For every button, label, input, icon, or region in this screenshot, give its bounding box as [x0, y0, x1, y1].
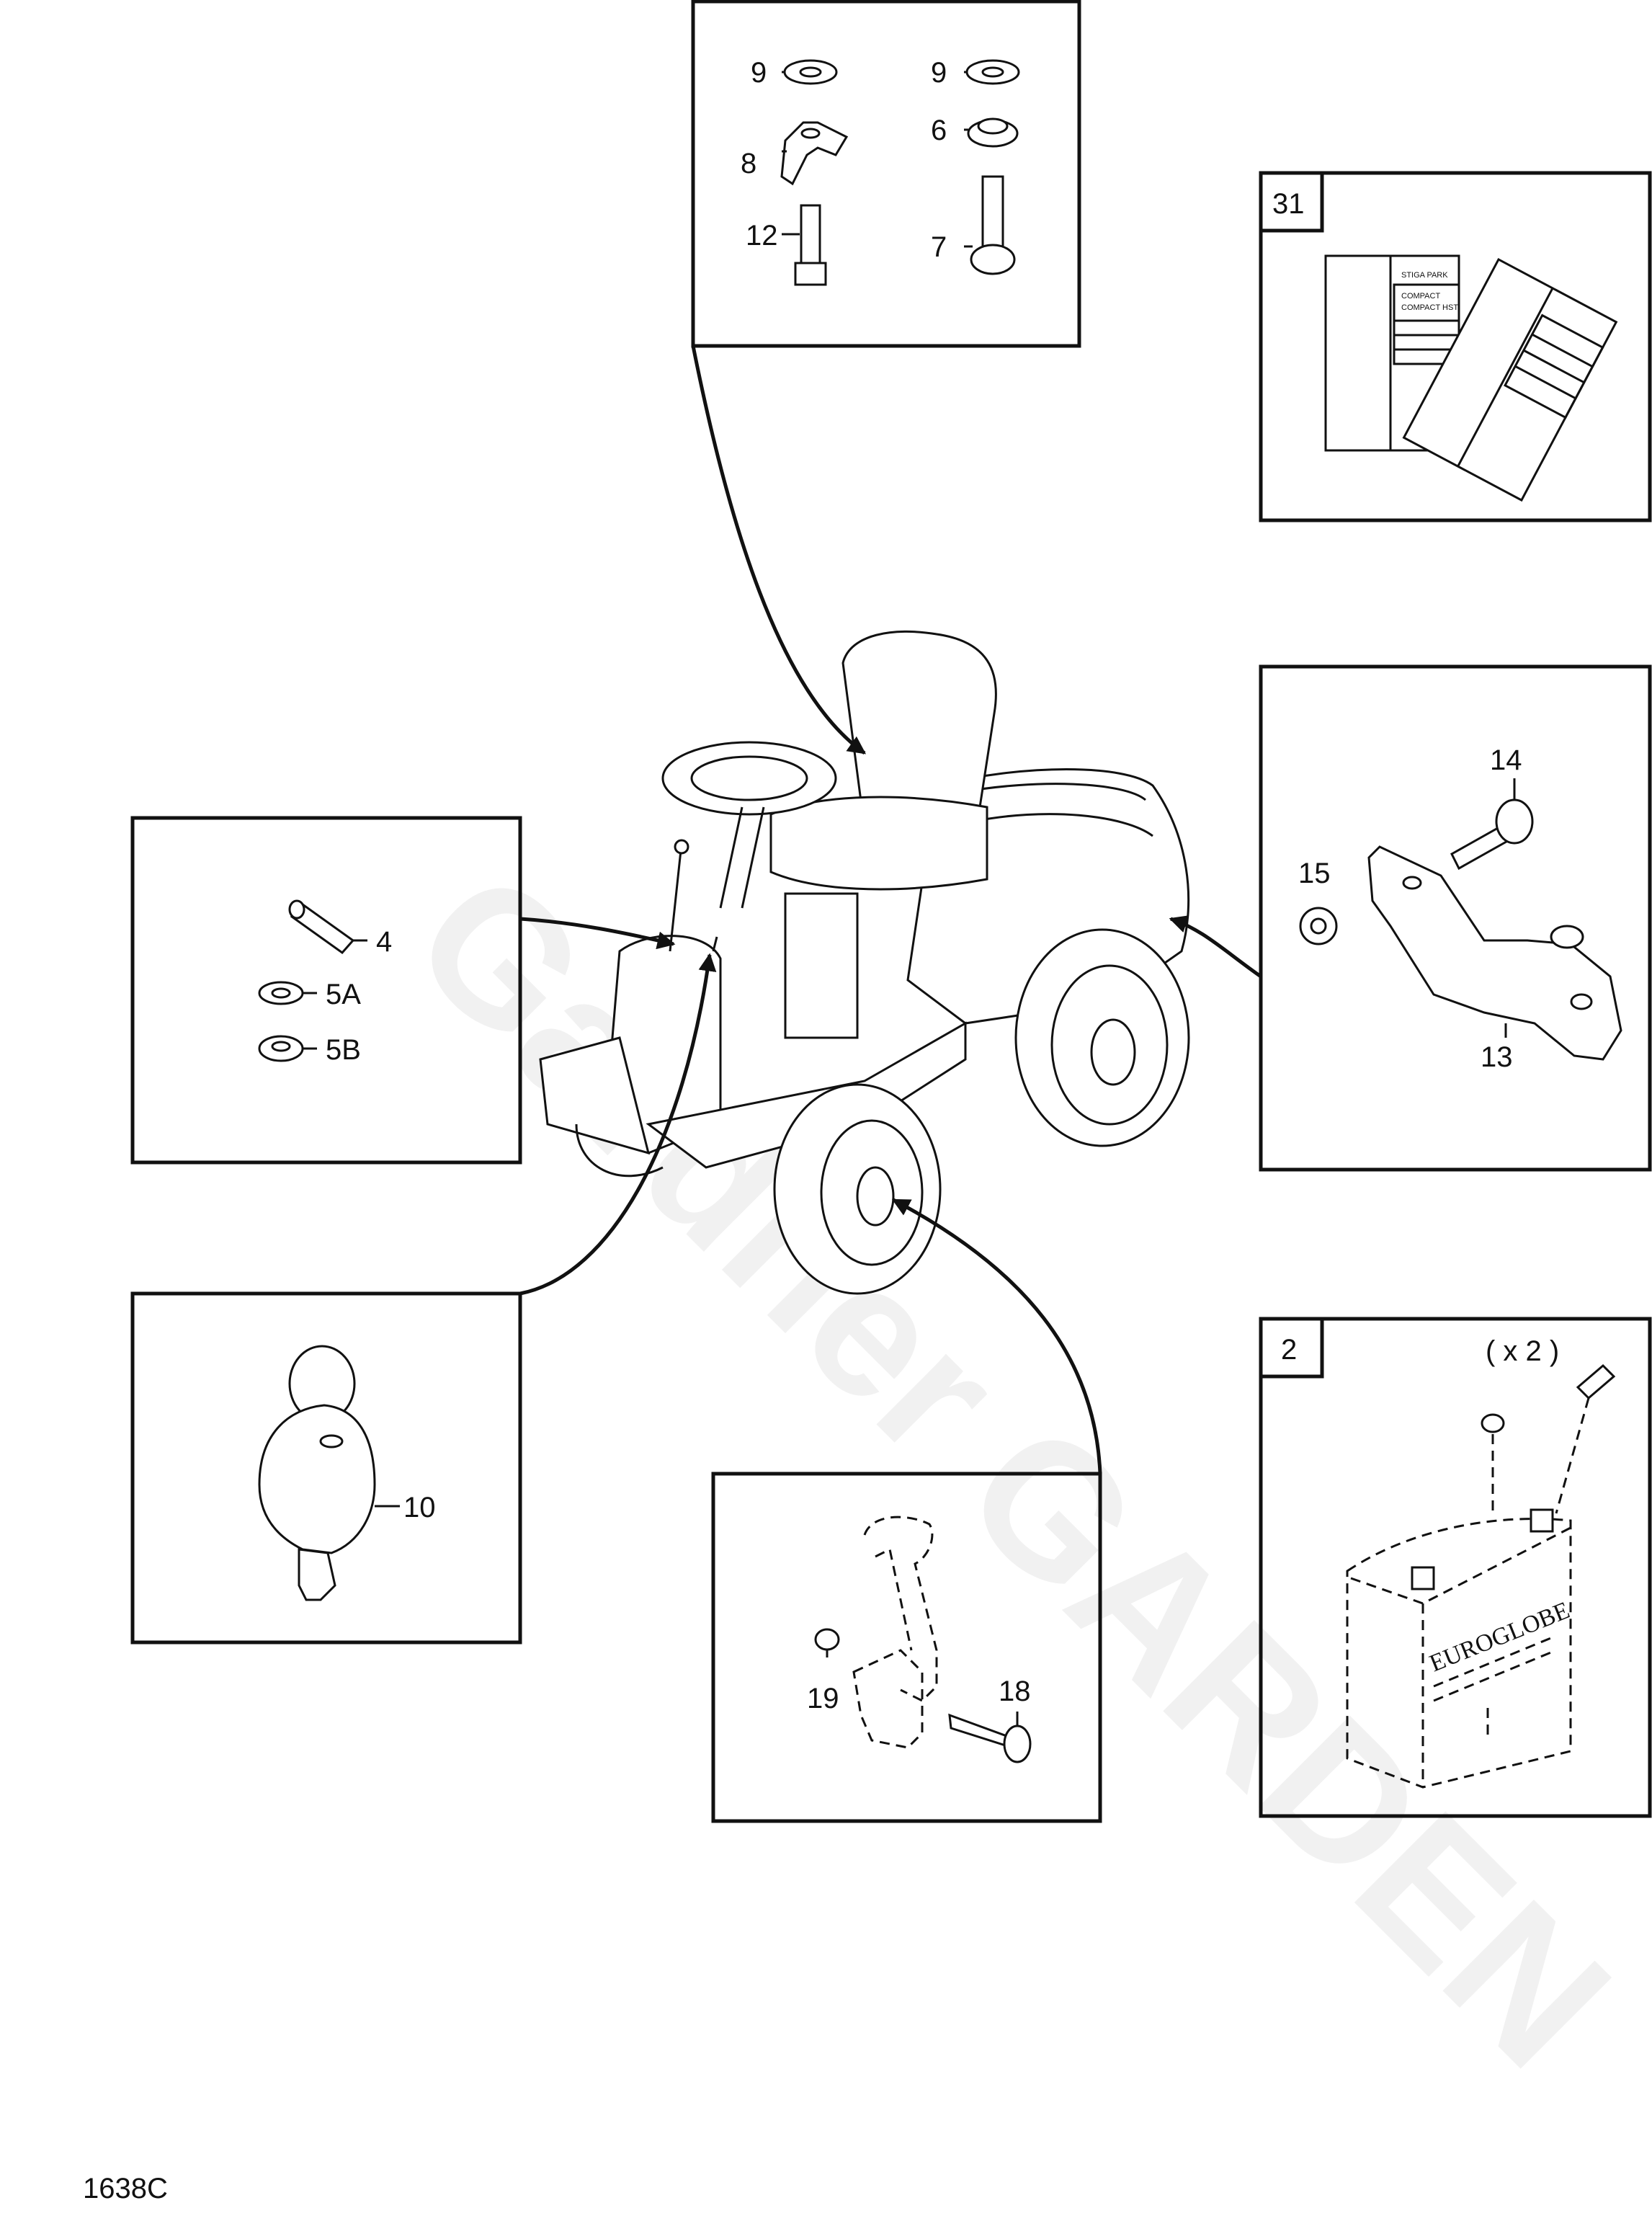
bracket-panel: 14 15 13: [1259, 664, 1652, 1172]
label-14: 14: [1490, 744, 1522, 776]
label-5a: 5A: [326, 979, 361, 1010]
tractor-illustration: [539, 630, 1190, 1295]
battery-brand: EUROGLOBE: [1426, 1597, 1573, 1677]
manual-doc-line1: COMPACT: [1401, 292, 1440, 301]
label-12: 12: [746, 220, 778, 252]
fasteners-panel: 9 8 12 9 6 7: [691, 0, 1081, 348]
label-4: 4: [376, 926, 392, 958]
label-8: 8: [741, 148, 756, 179]
pedal-panel: 19 18: [711, 1472, 1102, 1823]
callout-bracket: [1169, 915, 1262, 979]
label-18: 18: [999, 1676, 1031, 1707]
label-13: 13: [1481, 1041, 1513, 1073]
label-15: 15: [1298, 858, 1331, 889]
manual-panel: 31 STIGA PARK COMPACT COMPACT HST: [1259, 171, 1652, 522]
key-panel: 10: [130, 1291, 522, 1645]
label-7: 7: [931, 231, 947, 263]
drawing-code: 1638C: [83, 2173, 168, 2204]
callout-fasteners: [691, 345, 867, 755]
label-10: 10: [403, 1492, 436, 1523]
label-5b: 5B: [326, 1034, 361, 1066]
label-6: 6: [931, 115, 947, 146]
callout-pins: [519, 917, 676, 950]
watermark: Gardner GARDEN: [375, 832, 1648, 2106]
battery-qty: ( x 2 ): [1486, 1335, 1559, 1367]
svg-text:Gardner GARDEN: Gardner GARDEN: [375, 832, 1648, 2106]
manual-ref: 31: [1272, 188, 1305, 220]
callout-pedal: [891, 1198, 1102, 1474]
manual-doc-title: STIGA PARK: [1401, 271, 1448, 280]
callout-key: [519, 953, 717, 1296]
manual-doc-line2: COMPACT HST: [1401, 303, 1458, 312]
label-9-right: 9: [931, 57, 947, 89]
battery-ref: 2: [1281, 1334, 1297, 1366]
label-9-left: 9: [751, 57, 767, 89]
pins-panel: 4 5A 5B: [130, 816, 522, 1165]
label-19: 19: [807, 1683, 839, 1714]
